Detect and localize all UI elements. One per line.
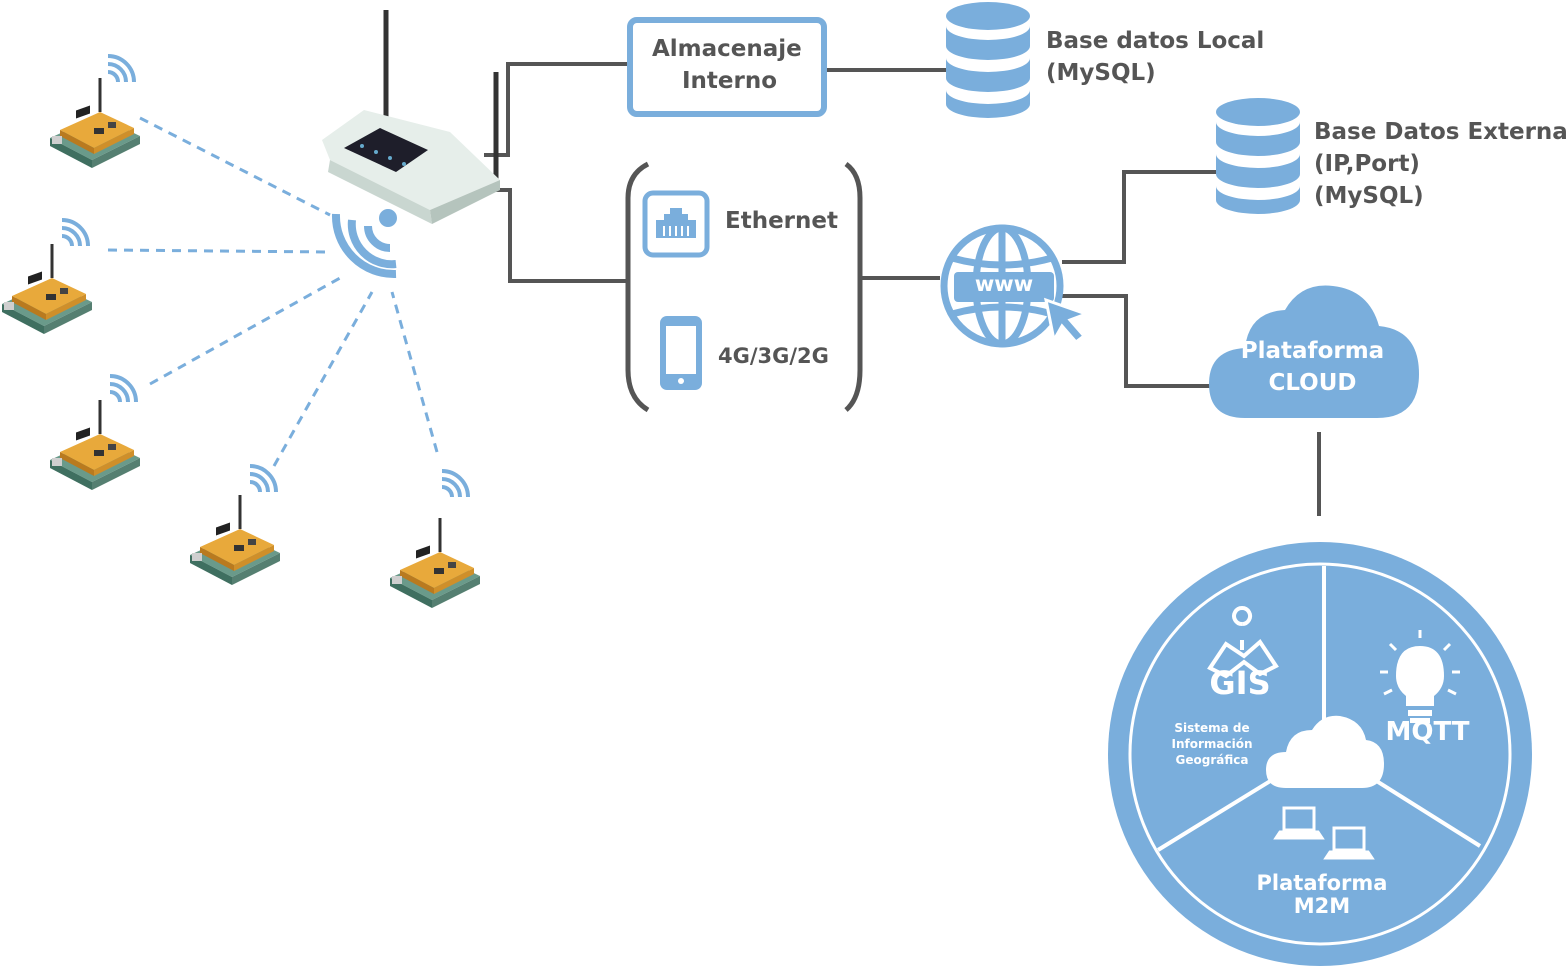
wireless-link-4 <box>272 291 374 467</box>
cursor-icon <box>1044 297 1091 345</box>
m2m-platform-label-1: Plataforma <box>1256 871 1388 895</box>
cloud-icon <box>1266 715 1384 788</box>
wifi-icon <box>106 54 136 84</box>
m2m-platform-label-2: M2M <box>1293 894 1351 918</box>
wifi-icon <box>108 374 138 404</box>
wifi-icon <box>440 469 470 499</box>
map-pin-icon <box>1207 606 1279 679</box>
wireless-link-5 <box>390 291 439 453</box>
internal-storage-box <box>627 17 827 117</box>
globe-icon <box>940 224 1091 348</box>
wireless-link-2 <box>107 248 331 254</box>
lightbulb-icon <box>1380 630 1460 723</box>
sensor-node-4 <box>188 464 282 587</box>
mobile-phone-icon <box>660 316 702 390</box>
wifi-icon <box>331 209 397 279</box>
cloud-label-2: CLOUD <box>1268 370 1357 396</box>
router-icon <box>322 10 500 224</box>
gis-logo: GIS <box>1209 664 1271 702</box>
sensor-node-1 <box>48 54 142 170</box>
wifi-icon <box>60 218 90 248</box>
www-label: www <box>974 272 1034 296</box>
external-db-label-2: (IP,Port) <box>1314 151 1420 177</box>
ethernet-port-icon <box>642 190 710 258</box>
sensor-node-2 <box>0 218 94 336</box>
database-icon <box>946 2 1030 118</box>
wireless-link-1 <box>139 116 331 217</box>
local-db-label-1: Base datos Local <box>1046 28 1265 54</box>
cellular-label: 4G/3G/2G <box>718 344 829 368</box>
wire-router-connectivity <box>496 188 627 283</box>
sensor-node-5 <box>388 469 482 610</box>
wire-internet-externaldb <box>1062 170 1218 264</box>
storage-label-1: Almacenaje <box>652 36 802 62</box>
gis-desc-3: Geográfica <box>1175 753 1249 767</box>
cloud-icon <box>1209 285 1419 418</box>
wire-internet-cloud <box>1062 294 1212 388</box>
cloud-label-1: Plataforma <box>1240 338 1385 364</box>
laptop-icon <box>1323 826 1375 860</box>
ethernet-label: Ethernet <box>725 208 838 234</box>
sensor-node-3 <box>48 374 142 492</box>
gis-desc-2: Información <box>1171 737 1253 751</box>
external-db-label-3: (MySQL) <box>1314 183 1424 209</box>
wifi-icon <box>248 464 278 494</box>
gis-desc-1: Sistema de <box>1174 721 1250 735</box>
m2m-platform-circle <box>1108 542 1532 966</box>
laptop-icon <box>1273 806 1325 840</box>
local-db-label-2: (MySQL) <box>1046 60 1156 86</box>
wireless-link-3 <box>149 276 341 386</box>
storage-label-2: Interno <box>682 68 778 94</box>
external-db-label-1: Base Datos Externa <box>1314 119 1568 145</box>
mqtt-label: MQTT <box>1385 717 1470 747</box>
connectivity-bracket <box>625 161 863 413</box>
database-icon <box>1216 98 1300 214</box>
